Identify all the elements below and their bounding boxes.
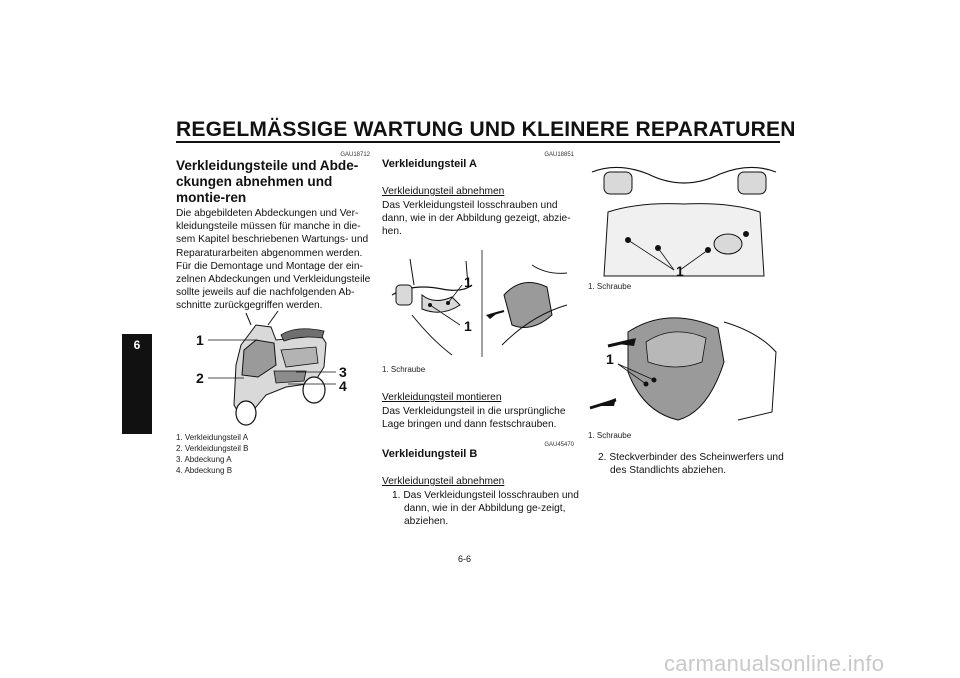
section-code: GAU18712 <box>340 152 370 158</box>
fairing-b-figure: 1 <box>589 317 777 421</box>
section-body: Die abgebildeten Abdeckungen und Ver-kle… <box>176 208 371 312</box>
caption-item: 3. Abdeckung A <box>176 455 232 464</box>
figure-callout-4: 4 <box>339 378 347 394</box>
caption-item: 2. Verkleidungsteil B <box>176 444 249 453</box>
figure-callout-1: 1 <box>606 351 614 367</box>
section-body: Das Verkleidungsteil in die ursprünglich… <box>382 406 566 431</box>
figure-callout-1: 1 <box>464 318 472 334</box>
caption-item: 1. Verkleidungsteil A <box>176 433 249 442</box>
scooter-overview-figure: 1 2 3 4 <box>196 310 347 426</box>
figure-callout-1: 1 <box>676 263 684 278</box>
watermark: carmanualsonline.info <box>664 651 885 676</box>
section-body: Das Verkleidungsteil losschrauben und da… <box>382 200 571 238</box>
figure-callout-2: 2 <box>196 370 204 386</box>
section-heading: Verkleidungsteil B <box>382 448 478 460</box>
section-code: GAU45470 <box>544 442 574 448</box>
figure-caption: 1. Schraube <box>382 365 426 374</box>
section-heading: Verkleidungsteile und Abde-ckungen abneh… <box>176 158 359 205</box>
figure-callout-1: 1 <box>196 332 204 348</box>
section-code: GAU18851 <box>544 152 574 158</box>
figure-caption-list: 1. Verkleidungsteil A 2. Verkleidungstei… <box>176 432 249 476</box>
dashboard-figure: 1 <box>591 166 777 278</box>
figure-caption: 1. Schraube <box>588 282 632 291</box>
chapter-tab: 6 <box>122 334 152 434</box>
subsection-title: Verkleidungsteil abnehmen <box>382 186 505 197</box>
figure-callout-3: 3 <box>339 364 347 380</box>
page-header-title: REGELMÄSSIGE WARTUNG UND KLEINERE REPARA… <box>176 118 796 141</box>
header-rule <box>176 141 780 143</box>
page-number: 6-6 <box>458 554 472 564</box>
step-item: 1. Das Verkleidungsteil losschrauben und… <box>392 490 579 528</box>
figure-caption: 1. Schraube <box>588 431 632 440</box>
subsection-title: Verkleidungsteil montieren <box>382 392 502 403</box>
subsection-title: Verkleidungsteil abnehmen <box>382 476 505 487</box>
step-item: 2. Steckverbinder des Scheinwerfers und … <box>598 452 784 477</box>
caption-item: 4. Abdeckung B <box>176 466 233 475</box>
figure-callout-1: 1 <box>464 274 472 290</box>
section-heading: Verkleidungsteil A <box>382 158 477 170</box>
fairing-a-figure: 1 1 <box>391 250 568 357</box>
